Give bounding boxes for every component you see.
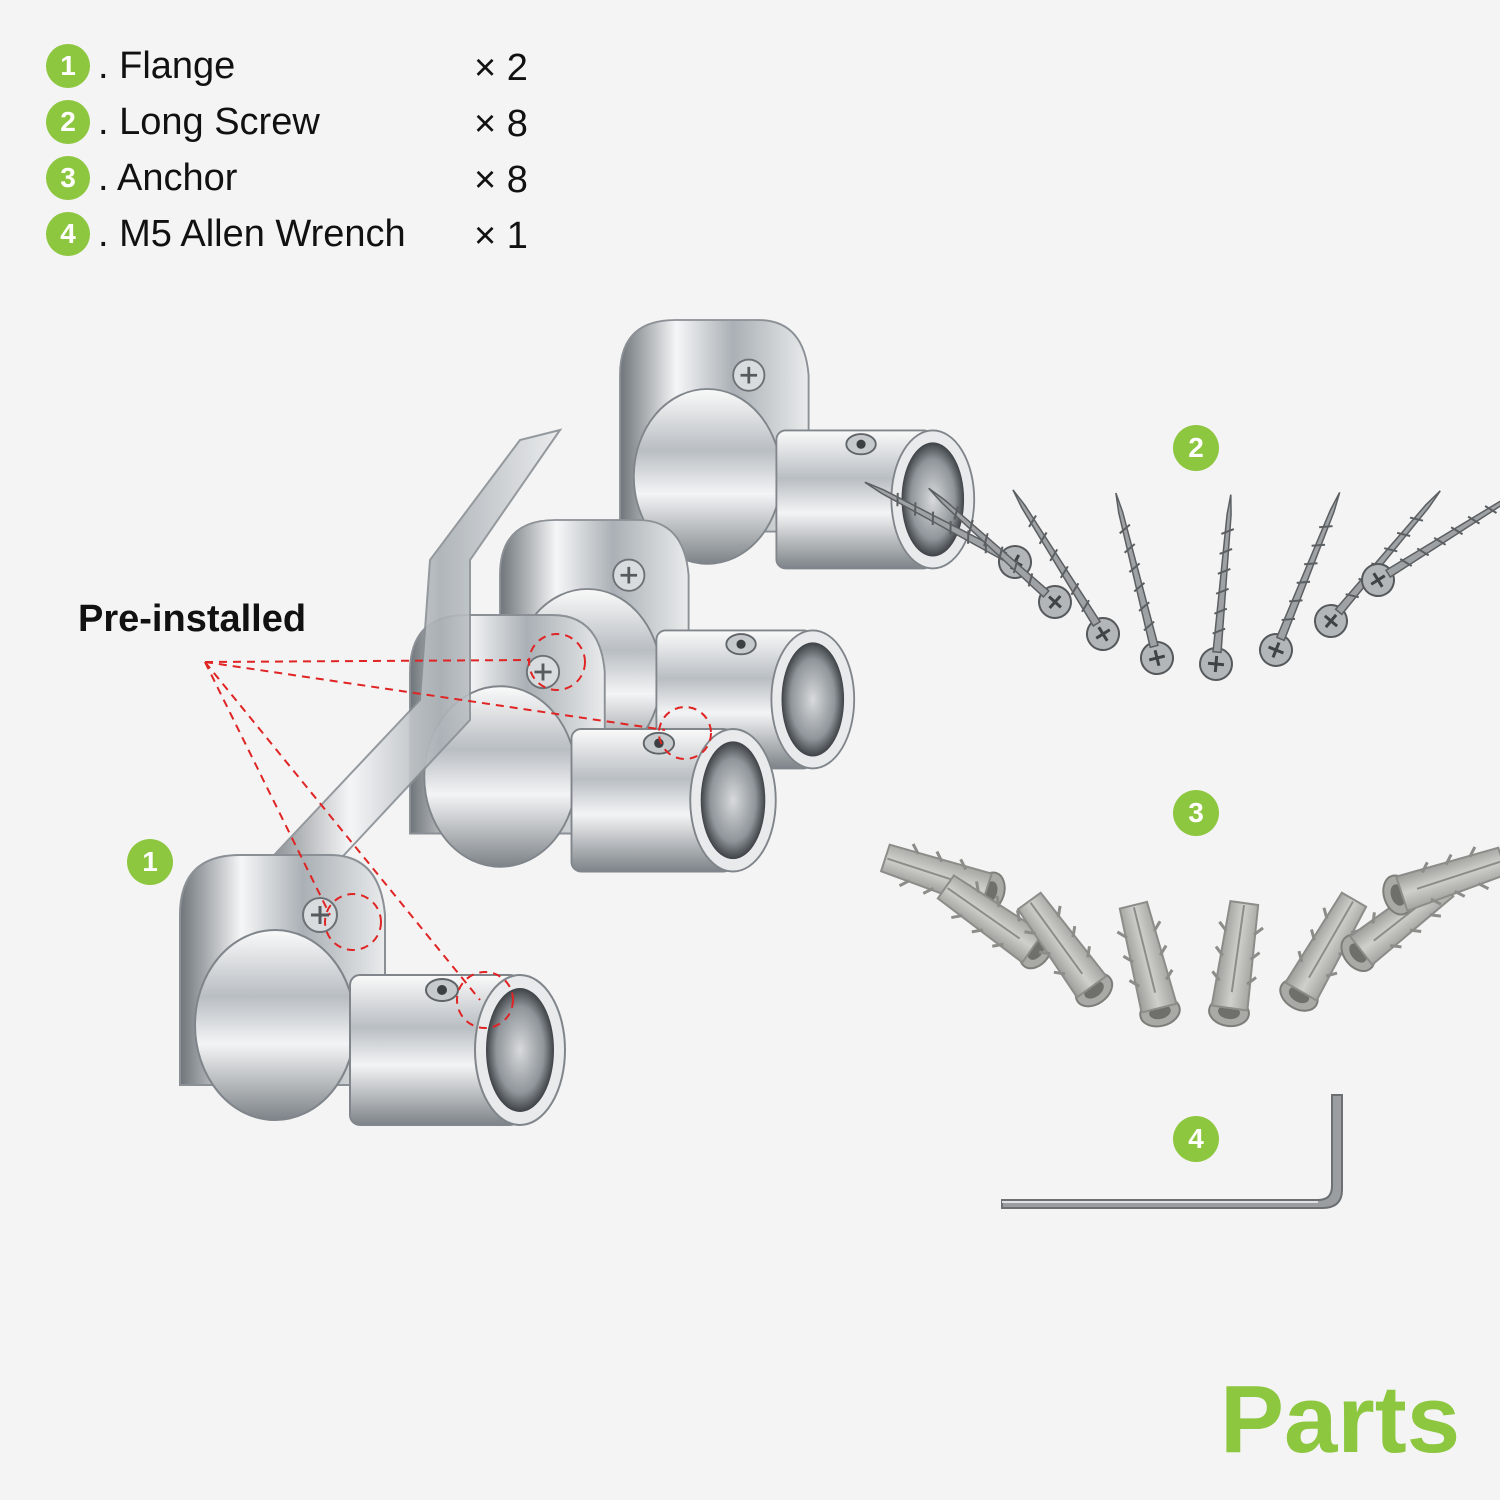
- callout-flange: 1: [127, 839, 173, 885]
- long-screw: [1253, 484, 1357, 673]
- part-name: . Anchor: [98, 157, 238, 199]
- anchor: [1110, 898, 1187, 1033]
- callout-allen-wrench: 4: [1173, 1116, 1219, 1162]
- callout-anchor: 3: [1173, 790, 1219, 836]
- flange-unit-back: [618, 318, 976, 570]
- number-badge: 3: [46, 156, 90, 200]
- number-badge: 2: [46, 100, 90, 144]
- allen-wrench: [1001, 1094, 1343, 1209]
- flange-assembly: [178, 318, 976, 1127]
- parts-list-item-flange: 1 . Flange × 2: [46, 42, 566, 98]
- number-badge: 4: [46, 212, 90, 256]
- part-name: . Flange: [98, 45, 236, 87]
- anchor: [1203, 898, 1268, 1031]
- preinstalled-label: Pre-installed: [78, 598, 307, 640]
- parts-list-item-anchor: 3 . Anchor × 8: [46, 154, 566, 210]
- part-name: . M5 Allen Wrench: [98, 213, 406, 255]
- long-screw: [1197, 491, 1249, 683]
- callout-long-screw: 2: [1173, 425, 1219, 471]
- long-screw: [1306, 478, 1455, 646]
- parts-list-item-allen-wrench: 4 . M5 Allen Wrench × 1: [46, 210, 566, 266]
- long-screw: [1098, 487, 1178, 679]
- part-name: . Long Screw: [98, 101, 320, 143]
- part-quantity: × 2: [474, 47, 528, 89]
- anchors: [877, 835, 1500, 1033]
- number-badge: 1: [46, 44, 90, 88]
- parts-list-item-long-screw: 2 . Long Screw × 8: [46, 98, 566, 154]
- preinstalled-callout-lines: [204, 633, 712, 1029]
- part-quantity: × 8: [474, 103, 528, 145]
- flange-unit-front: [178, 853, 567, 1127]
- long-screw: [1354, 474, 1500, 604]
- parts-list: 1 . Flange × 2 2 . Long Screw × 8 3 . An…: [46, 42, 566, 266]
- page-title: Parts: [1220, 1366, 1461, 1473]
- part-quantity: × 1: [474, 215, 528, 257]
- part-quantity: × 8: [474, 159, 528, 201]
